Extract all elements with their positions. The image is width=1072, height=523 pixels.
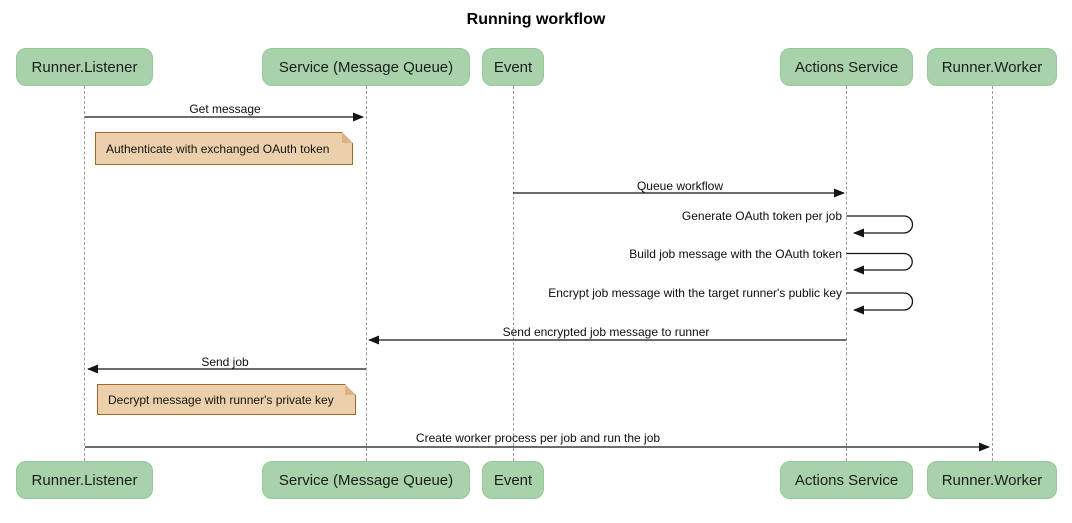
self-loop-build-job-message bbox=[846, 252, 913, 275]
actor-bottom-actions-service: Actions Service bbox=[780, 461, 913, 499]
message-label-generate-oauth-token: Generate OAuth token per job bbox=[681, 209, 842, 223]
message-label-send-encrypted-job-message: Send encrypted job message to runner bbox=[502, 325, 710, 339]
message-label-create-worker-process: Create worker process per job and run th… bbox=[415, 431, 661, 445]
message-label-encrypt-job-message: Encrypt job message with the target runn… bbox=[548, 286, 842, 300]
message-label-build-job-message: Build job message with the OAuth token bbox=[629, 247, 842, 261]
message-label-queue-workflow: Queue workflow bbox=[636, 179, 724, 193]
actor-top-event: Event bbox=[482, 48, 544, 86]
message-label-send-job: Send job bbox=[201, 355, 249, 369]
actor-bottom-event: Event bbox=[482, 461, 544, 499]
lifeline-runner-listener bbox=[84, 86, 85, 461]
self-loop-generate-oauth-token bbox=[846, 215, 914, 238]
lifeline-actions-service bbox=[846, 86, 847, 461]
note-decrypt-message: Decrypt message with runner's private ke… bbox=[97, 384, 356, 415]
message-label-get-message: Get message bbox=[189, 102, 261, 116]
lifeline-service-message-queue bbox=[365, 86, 367, 461]
self-loop-encrypt-job-message bbox=[846, 292, 914, 315]
lifeline-runner-worker bbox=[991, 86, 993, 461]
actor-top-actions-service: Actions Service bbox=[780, 48, 913, 86]
actor-bottom-runner-worker: Runner.Worker bbox=[927, 461, 1057, 499]
actor-top-service-message-queue: Service (Message Queue) bbox=[262, 48, 470, 86]
actor-top-runner-worker: Runner.Worker bbox=[927, 48, 1057, 86]
note-authenticate-oauth-token: Authenticate with exchanged OAuth token bbox=[95, 132, 353, 165]
actor-top-runner-listener: Runner.Listener bbox=[16, 48, 153, 86]
diagram-title: Running workflow bbox=[466, 11, 606, 28]
actor-bottom-runner-listener: Runner.Listener bbox=[16, 461, 153, 499]
actor-bottom-service-message-queue: Service (Message Queue) bbox=[262, 461, 470, 499]
lifeline-event bbox=[512, 86, 514, 461]
